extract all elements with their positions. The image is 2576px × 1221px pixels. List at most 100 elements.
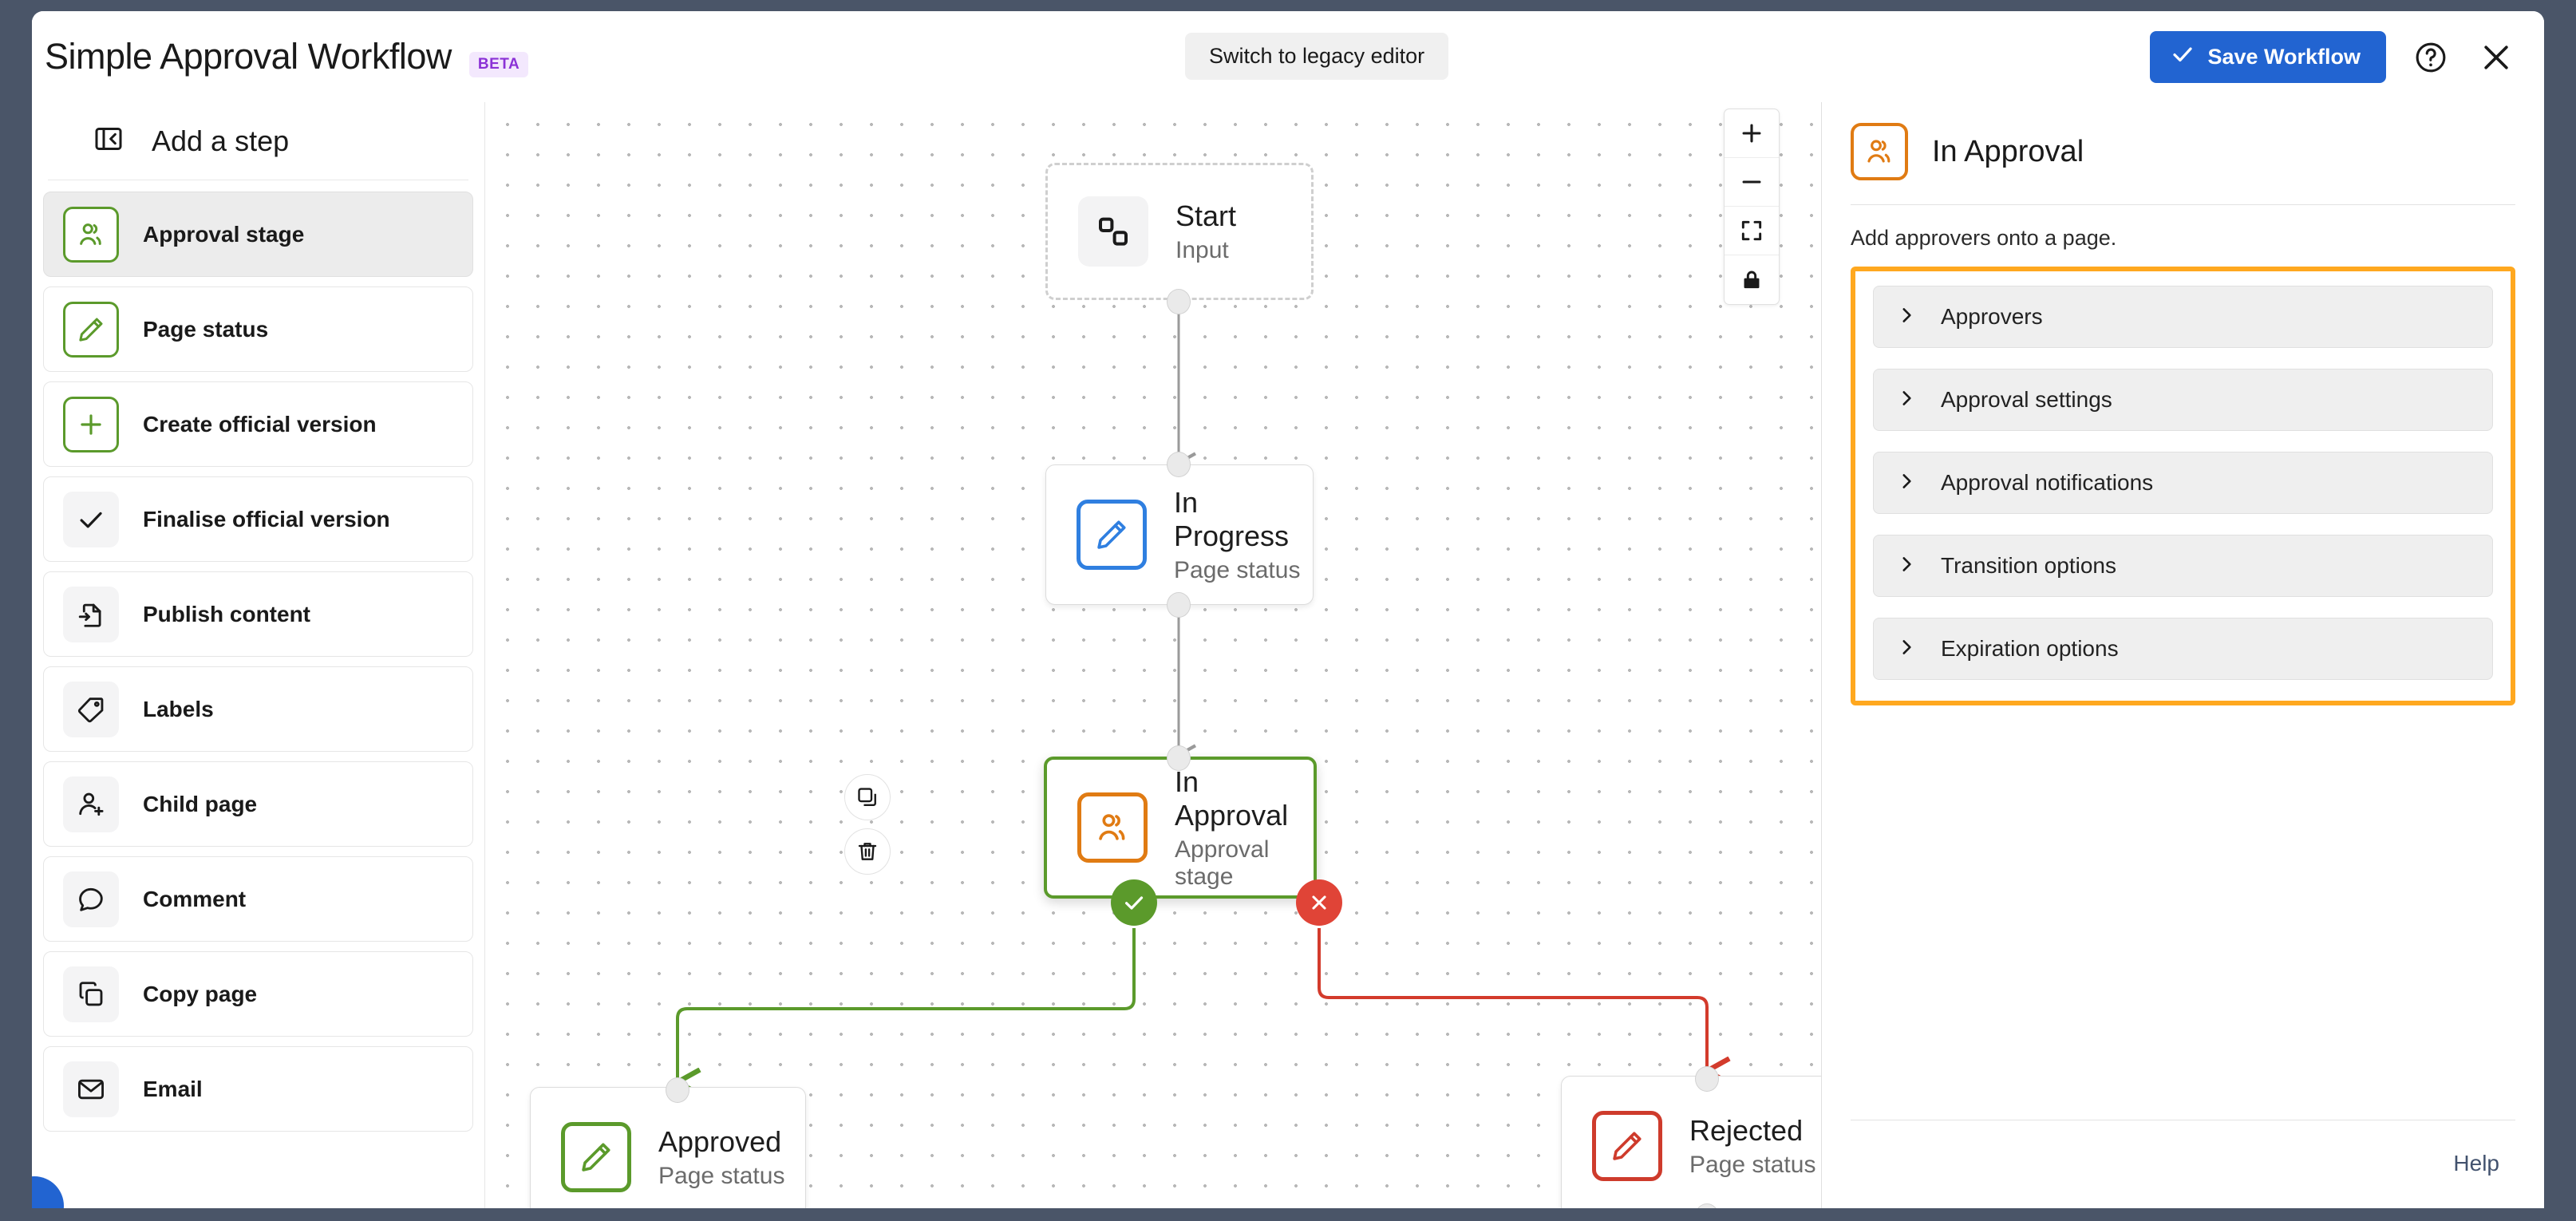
node-subtitle: Input bbox=[1175, 236, 1229, 263]
sidebar-item-create-official-version[interactable]: Create official version bbox=[43, 381, 473, 467]
accordion-approval-settings[interactable]: Approval settings bbox=[1873, 369, 2493, 431]
help-icon[interactable] bbox=[2410, 37, 2452, 78]
fit-screen-icon[interactable] bbox=[1725, 207, 1779, 255]
sidebar-item-label: Labels bbox=[143, 696, 214, 721]
beta-badge: BETA bbox=[468, 52, 529, 77]
node-handle-target[interactable] bbox=[1167, 452, 1191, 477]
speech-bubble-icon bbox=[63, 871, 119, 927]
accordion-label: Approvers bbox=[1941, 304, 2043, 329]
node-handle-target[interactable] bbox=[1167, 745, 1191, 771]
node-approved[interactable]: Approved Page status bbox=[530, 1087, 806, 1208]
accordion-expiration-options[interactable]: Expiration options bbox=[1873, 618, 2493, 680]
nodes-icon bbox=[1078, 196, 1148, 267]
node-subtitle: Page status bbox=[1174, 556, 1301, 583]
tag-icon bbox=[63, 681, 119, 737]
accordion-label: Approval notifications bbox=[1941, 470, 2154, 495]
duplicate-node-button[interactable] bbox=[844, 774, 891, 820]
node-subtitle: Page status bbox=[1689, 1151, 1816, 1178]
node-in-approval[interactable]: In Approval Approval stage bbox=[1044, 757, 1317, 899]
accordion-label: Expiration options bbox=[1941, 636, 2119, 661]
accordion-label: Transition options bbox=[1941, 553, 2116, 578]
node-title: Approved bbox=[658, 1124, 782, 1158]
node-text: Start Input bbox=[1175, 200, 1236, 264]
node-handle-target[interactable] bbox=[666, 1077, 689, 1103]
publish-page-icon bbox=[63, 586, 119, 642]
node-action-group bbox=[844, 774, 891, 875]
approve-pin[interactable] bbox=[1111, 879, 1157, 926]
sidebar-item-copy-page[interactable]: Copy page bbox=[43, 951, 473, 1037]
sidebar-item-approval-stage[interactable]: Approval stage bbox=[43, 192, 473, 277]
chevron-right-icon bbox=[1896, 554, 1917, 579]
save-workflow-button[interactable]: Save Workflow bbox=[2150, 31, 2386, 83]
sidebar-item-child-page[interactable]: Child page bbox=[43, 761, 473, 847]
help-link[interactable]: Help bbox=[2453, 1151, 2499, 1176]
node-start[interactable]: Start Input bbox=[1045, 163, 1314, 300]
node-title: Rejected bbox=[1689, 1113, 1804, 1147]
panel-title: In Approval bbox=[1932, 134, 2084, 168]
sidebar-item-labels[interactable]: Labels bbox=[43, 666, 473, 752]
node-rejected[interactable]: Rejected Page status bbox=[1561, 1076, 1821, 1208]
sidebar-item-label: Page status bbox=[143, 316, 269, 342]
close-icon[interactable] bbox=[2475, 37, 2517, 78]
people-icon bbox=[1851, 123, 1908, 180]
person-add-icon bbox=[63, 776, 119, 832]
switch-to-legacy-editor-button[interactable]: Switch to legacy editor bbox=[1185, 33, 1449, 80]
sidebar-header: Add a step bbox=[32, 102, 484, 180]
check-icon bbox=[63, 491, 119, 547]
node-handle-source[interactable] bbox=[1167, 592, 1191, 618]
panel-footer: Help bbox=[1851, 1120, 2515, 1208]
accordion-approval-notifications[interactable]: Approval notifications bbox=[1873, 452, 2493, 514]
page-title: Simple Approval Workflow bbox=[45, 36, 452, 77]
copy-icon bbox=[63, 966, 119, 1022]
people-icon bbox=[1077, 792, 1148, 863]
accordion-approvers[interactable]: Approvers bbox=[1873, 286, 2493, 348]
delete-node-button[interactable] bbox=[844, 828, 891, 875]
node-title: In Progress bbox=[1174, 485, 1290, 552]
reject-pin[interactable] bbox=[1296, 879, 1342, 926]
sidebar-item-label: Copy page bbox=[143, 981, 258, 1006]
sidebar-item-publish-content[interactable]: Publish content bbox=[43, 571, 473, 657]
canvas-toolbar bbox=[1724, 109, 1780, 305]
sidebar-item-label: Finalise official version bbox=[143, 506, 390, 531]
node-handle-target[interactable] bbox=[1695, 1066, 1719, 1092]
sidebar-item-label: Approval stage bbox=[143, 221, 305, 247]
node-text: In Progress Page status bbox=[1174, 486, 1313, 584]
envelope-icon bbox=[63, 1061, 119, 1117]
sidebar-heading: Add a step bbox=[152, 124, 290, 157]
panel-header: In Approval bbox=[1851, 102, 2515, 204]
app-header: Simple Approval Workflow BETA Switch to … bbox=[32, 11, 2544, 102]
sidebar-item-email[interactable]: Email bbox=[43, 1046, 473, 1132]
node-handle-source[interactable] bbox=[1167, 289, 1191, 314]
node-text: Approved Page status bbox=[658, 1125, 784, 1190]
node-text: Rejected Page status bbox=[1689, 1114, 1815, 1179]
sidebar-item-page-status[interactable]: Page status bbox=[43, 286, 473, 372]
sidebar-item-comment[interactable]: Comment bbox=[43, 856, 473, 942]
pencil-icon bbox=[1592, 1111, 1662, 1181]
people-icon bbox=[63, 206, 119, 263]
sidebar-item-label: Publish content bbox=[143, 601, 310, 626]
accordion-transition-options[interactable]: Transition options bbox=[1873, 535, 2493, 597]
pencil-icon bbox=[561, 1122, 631, 1192]
sidebar-item-label: Comment bbox=[143, 886, 247, 911]
save-workflow-label: Save Workflow bbox=[2207, 45, 2361, 69]
panel-collapse-icon[interactable] bbox=[93, 123, 124, 159]
pencil-icon bbox=[1077, 500, 1147, 570]
accordion-highlight-region: Approvers Approval settings Approval not… bbox=[1851, 267, 2515, 705]
plus-icon bbox=[63, 396, 119, 452]
node-title: Start bbox=[1175, 199, 1237, 232]
decorative-blob bbox=[32, 1176, 64, 1208]
node-in-progress[interactable]: In Progress Page status bbox=[1045, 464, 1314, 605]
panel-divider bbox=[1851, 204, 2515, 205]
check-icon bbox=[2171, 42, 2195, 72]
node-subtitle: Approval stage bbox=[1175, 836, 1270, 890]
zoom-out-button[interactable] bbox=[1725, 158, 1779, 207]
accordion-label: Approval settings bbox=[1941, 387, 2112, 412]
node-text: In Approval Approval stage bbox=[1175, 765, 1314, 891]
zoom-in-button[interactable] bbox=[1725, 109, 1779, 158]
sidebar-item-label: Create official version bbox=[143, 411, 377, 437]
sidebar-item-finalise-official-version[interactable]: Finalise official version bbox=[43, 476, 473, 562]
padlock-icon[interactable] bbox=[1725, 255, 1779, 304]
workflow-canvas[interactable]: Start Input In Progress Page status In A… bbox=[485, 102, 1821, 1208]
title-group: Simple Approval Workflow BETA bbox=[45, 36, 529, 77]
header-actions: Save Workflow bbox=[2150, 31, 2517, 83]
